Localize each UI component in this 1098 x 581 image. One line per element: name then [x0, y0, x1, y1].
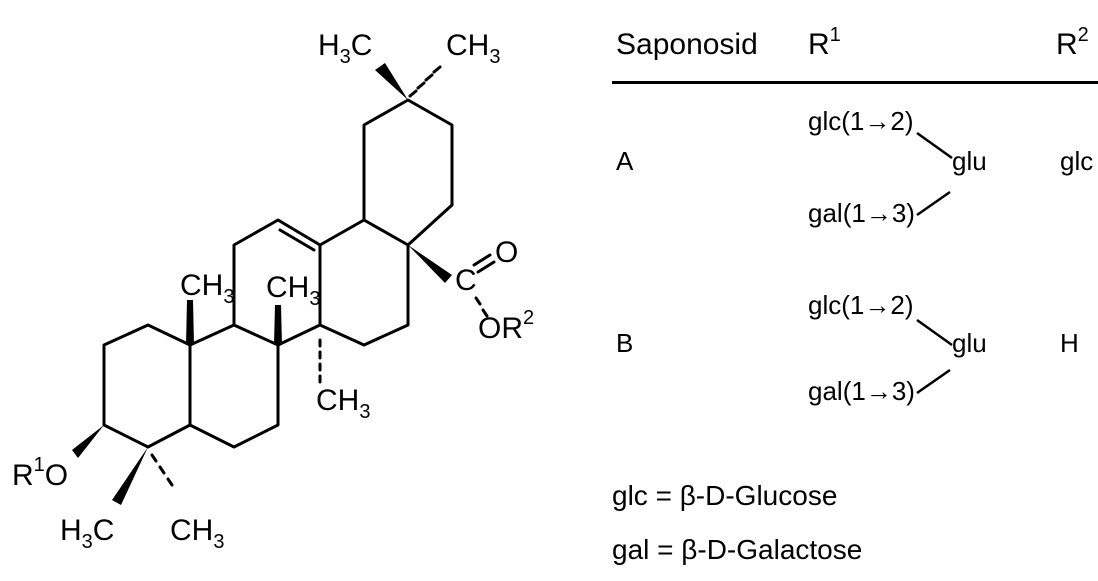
header-r2: R2	[1056, 24, 1089, 61]
row-a-r1-center: glu	[952, 146, 987, 176]
label-h3c-c4: H3C	[60, 514, 114, 553]
methyl-wedges	[186, 300, 322, 384]
label-ch3-top: CH3	[446, 29, 500, 68]
row-b-r1-center: glu	[952, 328, 987, 358]
header-divider	[612, 81, 1098, 84]
row-a-r1-bottom: gal(1→3)	[808, 198, 915, 228]
carboxyl-bonds	[408, 245, 496, 318]
legend-gal: gal = β-D-Galactose	[612, 534, 863, 565]
legend-glc: glc = β-D-Glucose	[612, 480, 838, 511]
ring-a	[102, 323, 192, 449]
c3-oxygen-bonds	[72, 425, 104, 458]
label-ch3-c8: CH3	[266, 271, 320, 310]
label-or2: OR2	[478, 307, 534, 345]
row-a-r1-top: glc(1→2)	[808, 106, 914, 136]
saponosid-table: Saponosid R1 R2 A glc(1→2) glu gal(1→3) …	[612, 0, 1098, 581]
row-b-r1-top: glc(1→2)	[808, 290, 914, 320]
row-b-r2: H	[1060, 328, 1079, 358]
row-b-name: B	[616, 328, 634, 358]
label-carbonyl-o: O	[495, 236, 518, 269]
top-gem-dimethyl-bonds	[375, 63, 442, 100]
label-ch3-c14: CH3	[316, 384, 370, 423]
row-a-r2: glc	[1060, 146, 1094, 176]
label-h3c-top: H3C	[318, 29, 372, 68]
header-r1: R1	[808, 24, 841, 61]
ring-e	[362, 98, 454, 247]
row-b-r1-bottom: gal(1→3)	[808, 376, 915, 406]
c4-gem-dimethyl-bonds	[112, 447, 174, 505]
label-r1o: R1O	[12, 454, 68, 492]
header-saponosid: Saponosid	[616, 28, 758, 61]
label-carbonyl-c: C	[455, 264, 477, 297]
label-ch3-c4: CH3	[170, 514, 224, 553]
ring-d	[318, 218, 410, 347]
triterpene-structure: H3C CH3 CH3 CH3 CH3 C O OR2 R1O H3C CH3	[12, 29, 534, 553]
glycoside-link-lines	[916, 131, 953, 395]
row-a-name: A	[616, 146, 634, 176]
ring-b	[188, 323, 280, 449]
ring-c	[232, 218, 322, 347]
